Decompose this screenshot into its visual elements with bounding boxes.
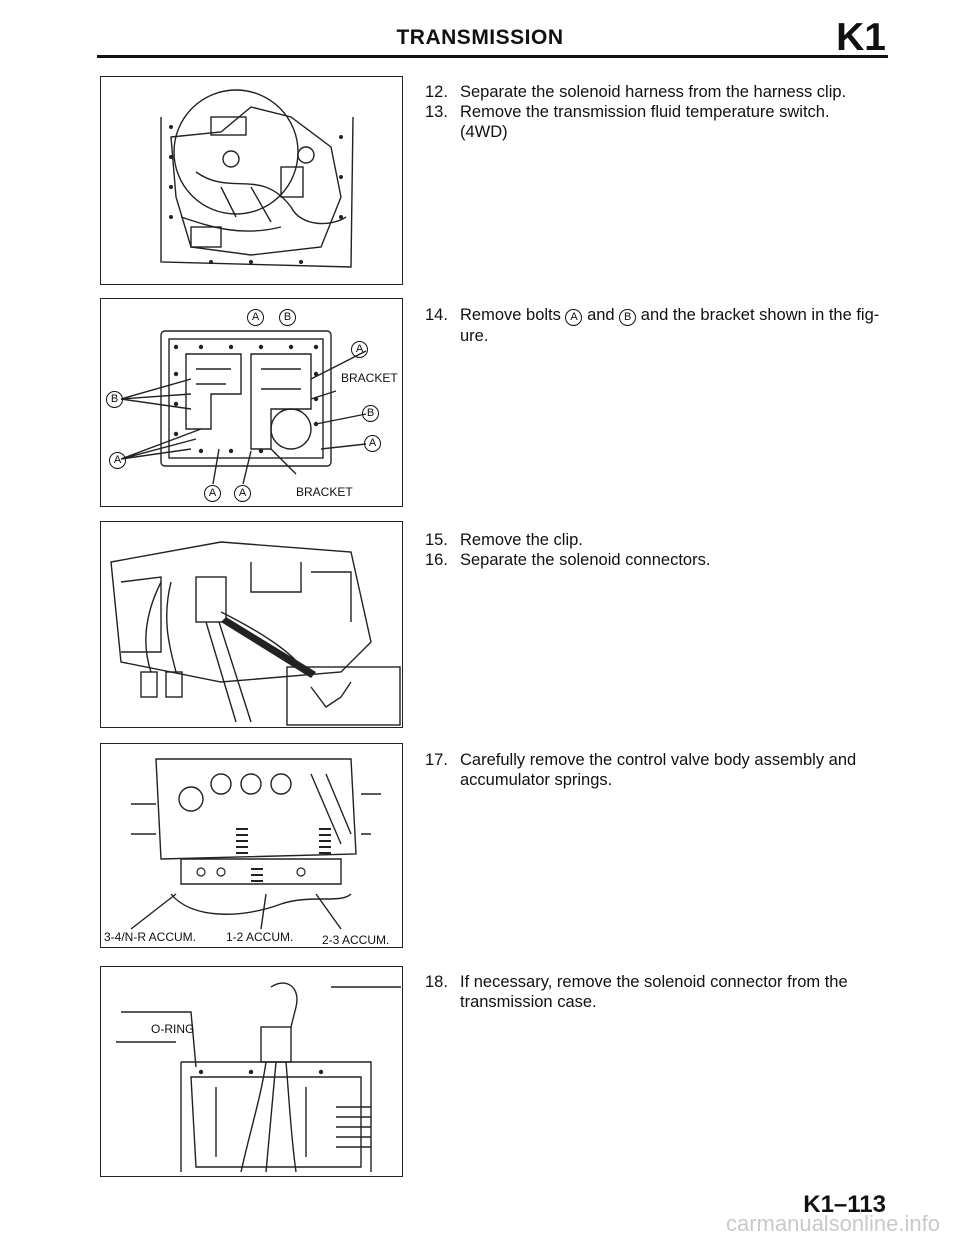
label-bolt-b-right: B xyxy=(362,405,379,422)
figure-harness-clip xyxy=(100,76,403,285)
label-bolt-b-left: B xyxy=(106,391,123,408)
step-14-bolt-a-symbol: A xyxy=(565,309,583,326)
label-bolt-b-top: B xyxy=(279,309,296,326)
header-rule xyxy=(97,55,888,58)
step-13-text: Remove the transmission fluid temperatur… xyxy=(460,103,830,121)
step-15: 15. Remove the clip. xyxy=(425,530,885,550)
step-14-text-mid: and xyxy=(587,306,615,324)
step-14-number: 14. xyxy=(425,306,448,324)
figure-solenoid-connector-case: O-RING xyxy=(100,966,403,1177)
figure-bolts-bracket: A B A BRACKET B B A A A A BRACKET xyxy=(100,298,403,507)
label-bracket-upper: BRACKET xyxy=(341,371,398,385)
step-17: 17. Carefully remove the control valve bo… xyxy=(425,750,885,790)
step-14-bolt-b-symbol: B xyxy=(619,309,637,326)
step-13: 13. Remove the transmission fluid tempera… xyxy=(425,102,885,142)
figure-accumulator-springs-illustration xyxy=(130,758,381,930)
figure-accumulator-springs: 3-4/N-R ACCUM. 1-2 ACCUM. 2-3 ACCUM. xyxy=(100,743,403,948)
step-14: 14. Remove bolts A and B and the bracket … xyxy=(425,305,885,346)
step-15-number: 15. xyxy=(425,531,448,549)
step-18-number: 18. xyxy=(425,973,448,991)
label-bolt-a-right-1: A xyxy=(351,341,368,358)
label-bolt-a-top: A xyxy=(247,309,264,326)
label-3-4-n-r-accumulator: 3-4/N-R ACCUM. xyxy=(104,930,197,944)
step-12-text: Separate the solenoid harness from the h… xyxy=(460,83,847,101)
label-2-3-accumulator: 2-3 ACCUM. xyxy=(322,933,390,947)
figure-solenoid-connectors-illustration xyxy=(110,541,401,726)
step-12: 12. Separate the solenoid harness from th… xyxy=(425,82,885,102)
page-number: K1–113 xyxy=(803,1191,886,1218)
label-1-2-accumulator: 1-2 ACCUM. xyxy=(226,930,294,944)
step-14-text-post: and the bracket shown in the fig- xyxy=(640,306,880,324)
step-13-number: 13. xyxy=(425,103,448,121)
label-bolt-a-left: A xyxy=(109,452,126,469)
step-14-continuation: ure. xyxy=(460,327,489,345)
section-code: K1 xyxy=(836,16,886,59)
step-12-number: 12. xyxy=(425,83,448,101)
step-18-continuation: transmission case. xyxy=(460,993,597,1011)
figure-solenoid-connector-case-illustration xyxy=(116,982,401,1173)
watermark: carmanualsonline.info xyxy=(725,1211,940,1236)
step-16-text: Separate the solenoid connectors. xyxy=(460,551,711,569)
step-18: 18. If necessary, remove the solenoid con… xyxy=(425,972,885,1012)
label-bolt-a-bottom-1: A xyxy=(204,485,221,502)
step-17-text: Carefully remove the control valve body … xyxy=(460,751,857,769)
label-bolt-a-right-2: A xyxy=(364,435,381,452)
label-o-ring: O-RING xyxy=(151,1022,195,1036)
step-17-number: 17. xyxy=(425,751,448,769)
label-bolt-a-bottom-2: A xyxy=(234,485,251,502)
figure-bolts-bracket-illustration xyxy=(120,330,367,485)
page-title: TRANSMISSION xyxy=(396,26,564,49)
step-18-text: If necessary, remove the solenoid connec… xyxy=(460,973,848,991)
step-16: 16. Separate the solenoid connectors. xyxy=(425,550,885,570)
step-13-continuation: (4WD) xyxy=(460,123,508,141)
step-15-text: Remove the clip. xyxy=(460,531,583,549)
step-14-text-pre: Remove bolts xyxy=(460,306,561,324)
label-bracket-lower: BRACKET xyxy=(296,485,353,499)
figure-solenoid-connectors xyxy=(100,521,403,728)
figure-harness-clip-illustration xyxy=(160,89,354,268)
step-16-number: 16. xyxy=(425,551,448,569)
step-17-continuation: accumulator springs. xyxy=(460,771,613,789)
